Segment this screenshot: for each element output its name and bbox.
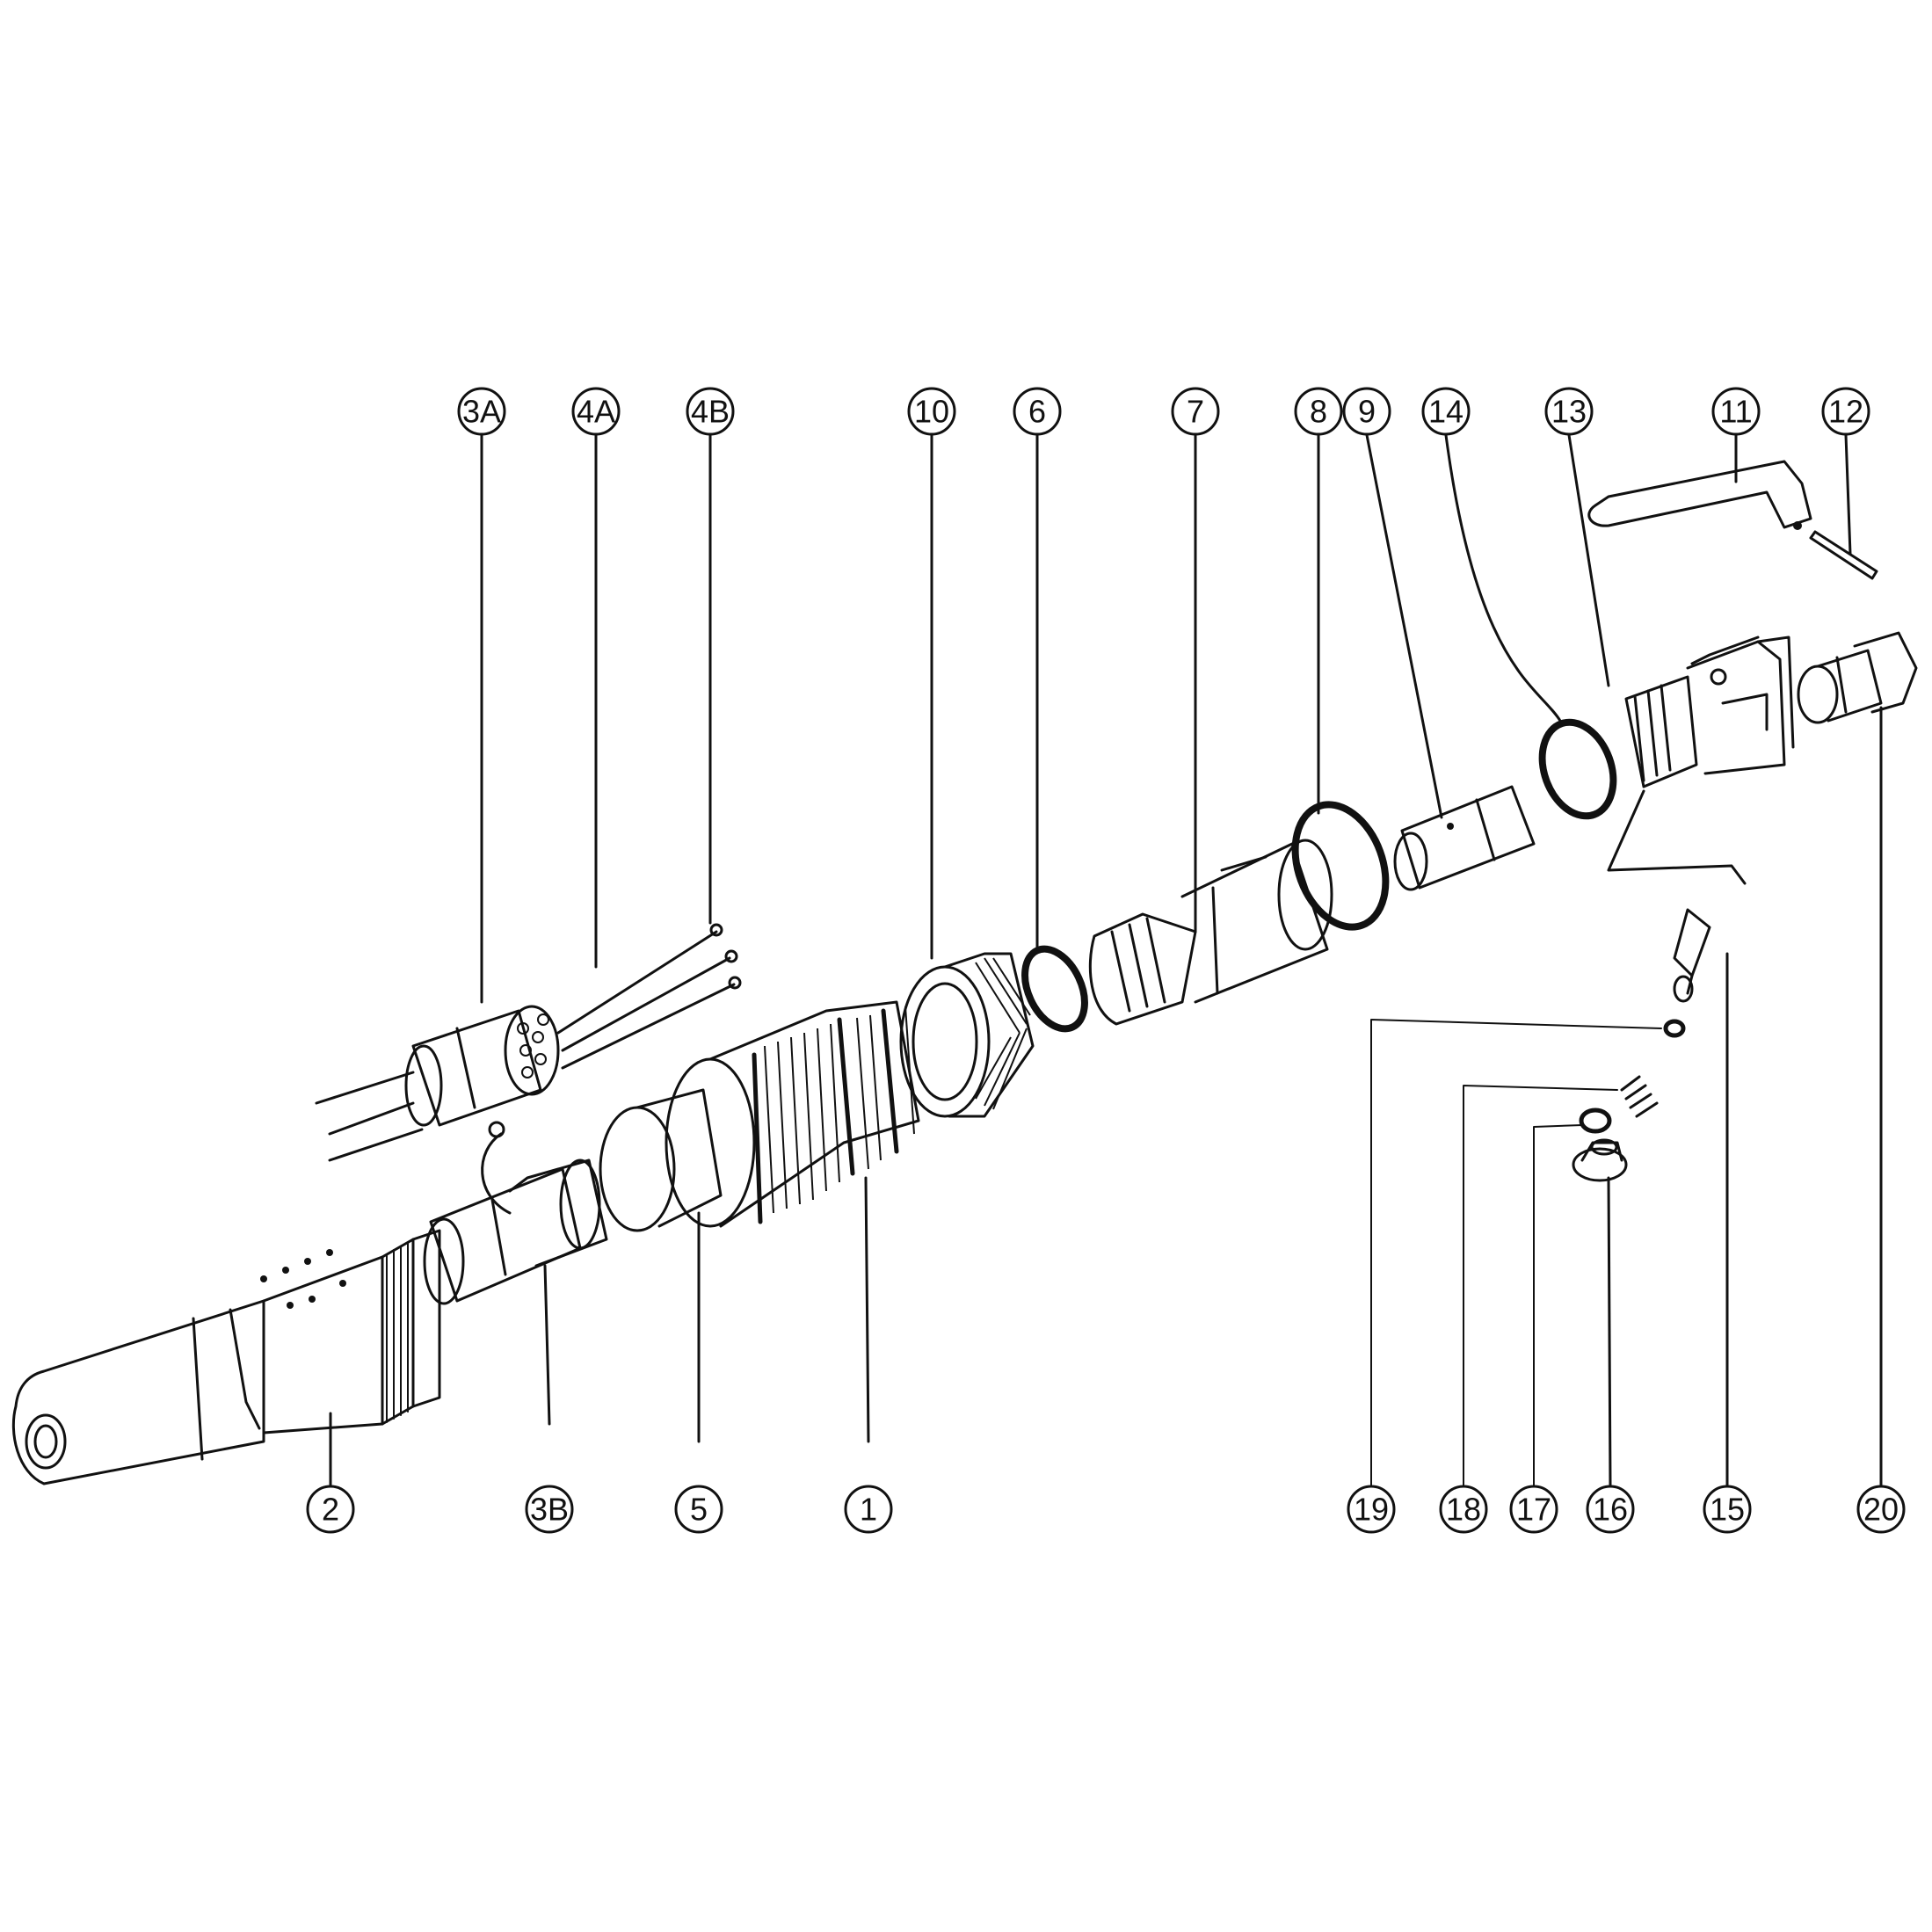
knurl-hatch <box>764 1006 915 1214</box>
part-6-ring <box>1021 433 1088 1033</box>
svg-text:20: 20 <box>1863 1492 1899 1528</box>
part-13-valve-block <box>1567 433 1795 885</box>
callout-15: 15 <box>1703 1485 1752 1534</box>
callout-4a: 4A <box>571 387 621 969</box>
callout-6: 6 <box>1013 387 1062 436</box>
svg-text:11: 11 <box>1719 394 1752 430</box>
callout-labels: 3A 4A 4B 10 6 7 8 <box>306 387 1906 1534</box>
part-7-body <box>1088 433 1333 1026</box>
callout-5: 5 <box>674 1485 723 1534</box>
part-17-washer <box>1533 1108 1612 1486</box>
svg-text:12: 12 <box>1828 394 1863 430</box>
callout-19: 19 <box>1347 1485 1396 1534</box>
callout-1: 1 <box>844 1485 893 1534</box>
callout-4b: 4B <box>686 387 735 925</box>
callout-14: 14 <box>1421 387 1471 436</box>
part-5-plug <box>599 1088 723 1443</box>
svg-text:4A: 4A <box>577 394 615 430</box>
svg-text:4B: 4B <box>691 394 730 430</box>
part-12-pin <box>1809 433 1878 580</box>
part-19-small-ring <box>1370 1019 1686 1486</box>
callout-7: 7 <box>1171 387 1220 436</box>
svg-text:3A: 3A <box>462 394 501 430</box>
callout-18: 18 <box>1439 1485 1488 1534</box>
part-8-large-ring <box>1291 433 1390 931</box>
callout-12: 12 <box>1821 387 1870 436</box>
svg-text:9: 9 <box>1358 394 1376 430</box>
part-14-ring <box>1444 433 1617 820</box>
svg-text:5: 5 <box>690 1492 708 1528</box>
svg-text:3B: 3B <box>530 1492 569 1528</box>
svg-text:7: 7 <box>1187 394 1204 430</box>
callout-13: 13 <box>1544 387 1594 436</box>
callout-3a: 3A <box>457 387 506 1004</box>
svg-text:16: 16 <box>1593 1492 1628 1528</box>
part-9-pin <box>1365 433 1536 891</box>
svg-text:13: 13 <box>1551 394 1587 430</box>
svg-text:15: 15 <box>1710 1492 1745 1528</box>
callout-9: 9 <box>1342 387 1391 436</box>
svg-text:8: 8 <box>1310 394 1327 430</box>
callout-10: 10 <box>907 387 956 436</box>
svg-text:10: 10 <box>914 394 949 430</box>
part-20-fitting <box>1797 631 1918 1487</box>
part-18-spring <box>1463 1075 1659 1486</box>
part-15-valve-stem <box>1673 908 1729 1487</box>
part-3a-pin-insert <box>315 923 742 1215</box>
part-2-nozzle-body <box>11 1229 441 1487</box>
callout-17: 17 <box>1509 1485 1558 1534</box>
callout-20: 20 <box>1856 1485 1906 1534</box>
svg-text:1: 1 <box>860 1492 877 1528</box>
svg-text:18: 18 <box>1446 1492 1481 1528</box>
svg-text:14: 14 <box>1428 394 1464 430</box>
svg-text:17: 17 <box>1516 1492 1551 1528</box>
callout-11: 11 <box>1711 387 1761 436</box>
part-11-lever <box>1587 433 1812 530</box>
callout-2: 2 <box>306 1485 355 1534</box>
svg-text:19: 19 <box>1354 1492 1389 1528</box>
part-1-main-cylinder <box>665 1000 920 1443</box>
part-3b-connector-sleeve <box>423 1158 608 1426</box>
callout-3b: 3B <box>525 1485 574 1534</box>
part-10-knurled-nut <box>899 433 1035 1118</box>
svg-text:6: 6 <box>1028 394 1046 430</box>
svg-text:2: 2 <box>322 1492 339 1528</box>
part-16-plug-screw <box>1572 1138 1628 1487</box>
callout-8: 8 <box>1294 387 1343 436</box>
callout-16: 16 <box>1586 1485 1635 1534</box>
